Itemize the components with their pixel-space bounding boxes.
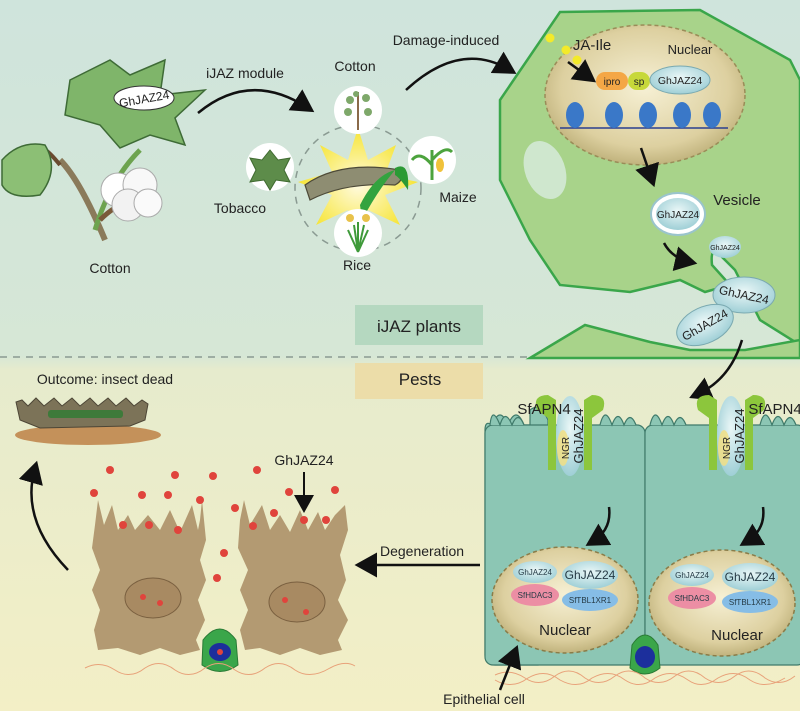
leaf-gene-tag	[113, 85, 175, 111]
degeneration-label: Degeneration	[380, 543, 464, 559]
source-plant-label: Cotton	[89, 260, 130, 276]
crop-label-cotton: Cotton	[334, 58, 375, 74]
sfapn4-receptor	[696, 395, 766, 476]
outcome-arrow	[18, 460, 69, 571]
ipro-element	[596, 72, 628, 90]
basement-membrane	[494, 673, 786, 685]
cotton-plant-illustration	[1, 58, 208, 242]
crop-ring	[294, 124, 422, 252]
jaile-arrow	[567, 59, 597, 83]
pests-section-tag	[355, 363, 483, 399]
dna-nucleosomes	[560, 102, 728, 129]
outcome-label: Outcome: insect dead	[37, 371, 173, 387]
module-arrow-label: iJAZ module	[206, 65, 284, 81]
complex-protein	[511, 584, 559, 606]
internalization-arrow	[739, 506, 766, 546]
complex-protein	[513, 561, 557, 583]
vesicle-label: Vesicle	[713, 192, 761, 209]
ngr-label: NGR	[561, 437, 572, 459]
complex-protein	[722, 563, 778, 591]
vesicle-protein	[656, 198, 700, 230]
damage-arrow-label: Damage-induced	[393, 32, 500, 48]
maize-crop-icon	[408, 136, 456, 184]
budding-vesicle	[709, 236, 741, 258]
vacuole	[523, 140, 567, 200]
gene-element	[649, 65, 711, 95]
internalization-arrow	[585, 506, 612, 546]
ngr-label: NGR	[722, 437, 733, 459]
complex-label: SfTBL1XR1	[569, 596, 612, 605]
jaile-label: JA-Ile	[573, 37, 611, 54]
cotton-crop-icon	[334, 86, 382, 134]
basement-membrane	[494, 670, 796, 683]
dead-caterpillar-icon	[15, 397, 149, 429]
complex-protein	[562, 589, 618, 611]
basement-membrane	[84, 662, 356, 675]
degenerated-cells	[92, 500, 348, 672]
sp-label: sp	[634, 77, 645, 88]
epithelial-label: Epithelial cell	[443, 691, 525, 707]
epithelial-pointer-arrow	[497, 645, 522, 691]
pest-nucleus-label: Nuclear	[711, 627, 763, 644]
module-arrow	[197, 89, 315, 114]
receptor-label: SfAPN4	[748, 401, 800, 418]
rice-crop-icon	[334, 209, 382, 257]
secreted-protein	[712, 276, 776, 314]
neighbor-plant-cell	[525, 323, 800, 360]
pests-section-label: Pests	[399, 370, 442, 389]
tobacco-crop-icon	[246, 143, 294, 191]
dead-insect-ground	[15, 425, 161, 445]
cotton-boll	[100, 167, 163, 222]
crop-label-rice: Rice	[343, 257, 371, 273]
complex-label: GhJAZ24	[725, 570, 776, 584]
damage-arrow	[405, 51, 517, 91]
bound-protein-label: GhJAZ24	[571, 409, 586, 464]
crop-label-maize: Maize	[439, 189, 477, 205]
construct-gene-label: GhJAZ24	[658, 75, 703, 87]
export-arrow	[635, 147, 659, 188]
complex-label: SfHDAC3	[518, 591, 553, 600]
vesicle-protein-label: GhJAZ24	[657, 210, 700, 221]
stem-cell	[629, 634, 661, 675]
plants-section-tag	[355, 305, 483, 345]
plant-nucleus-label: Nuclear	[668, 42, 713, 57]
crop-label-tobacco: Tobacco	[214, 200, 266, 216]
budding-protein-label: GhJAZ24	[710, 245, 740, 252]
gene-pointer-label: GhJAZ24	[274, 452, 333, 468]
ingestion-arrow	[689, 339, 744, 401]
bound-protein-label: GhJAZ24	[732, 409, 747, 464]
complex-label: SfTBL1XR1	[729, 598, 772, 607]
complex-label: GhJAZ24	[565, 568, 616, 582]
sfapn4-receptor	[535, 395, 605, 476]
complex-protein	[670, 564, 714, 586]
caterpillar-icon	[304, 166, 409, 220]
exocytosis-arrow	[662, 242, 698, 271]
receptor-label: SfAPN4	[517, 401, 570, 418]
complex-label: GhJAZ24	[518, 568, 552, 577]
secreted-protein	[676, 303, 734, 347]
complex-protein	[668, 587, 716, 609]
ghjaz24-particles	[90, 466, 339, 615]
complex-label: GhJAZ24	[675, 571, 709, 580]
ipro-label: ipro	[604, 77, 621, 88]
sp-element	[628, 72, 650, 90]
complex-protein	[722, 591, 778, 613]
complex-protein	[562, 561, 618, 589]
plants-section-label: iJAZ plants	[377, 317, 461, 336]
complex-label: SfHDAC3	[675, 594, 710, 603]
pest-nucleus-label: Nuclear	[539, 622, 591, 639]
